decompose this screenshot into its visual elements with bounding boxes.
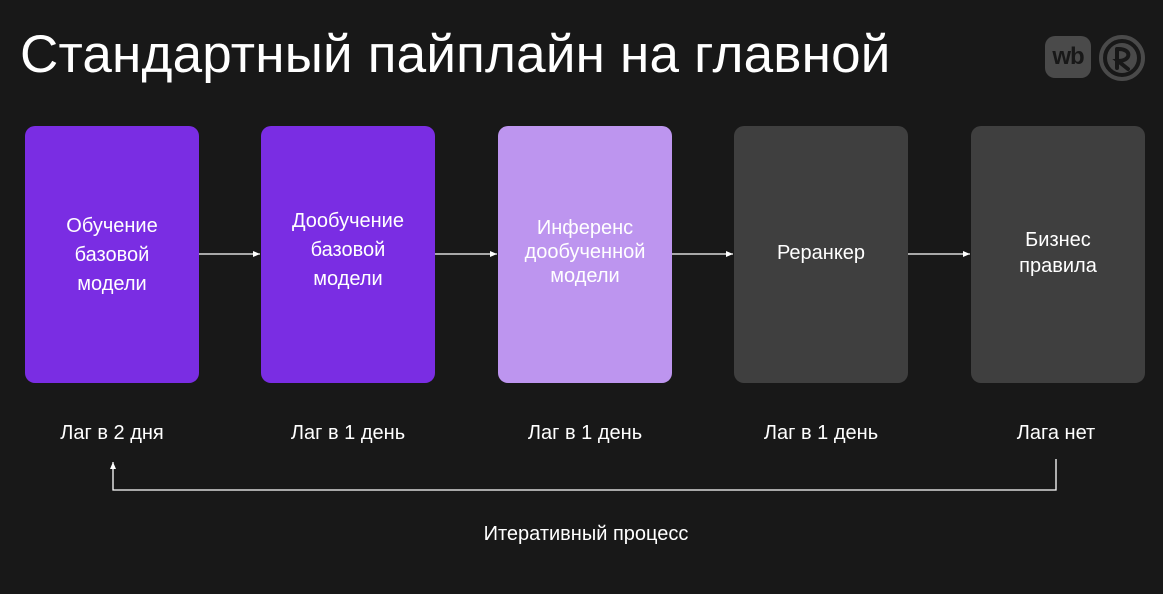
stage-box-inference: Инференс дообученной модели <box>498 126 672 383</box>
iterative-loop-arrow <box>110 459 1057 491</box>
iterative-process-label: Итеративный процесс <box>483 523 689 545</box>
stage-label: Инференс дообученной модели <box>524 217 646 287</box>
circle-r-icon <box>1099 35 1145 81</box>
stage-box-training: Обучение базовой модели <box>25 126 199 383</box>
lag-label: Лаг в 2 дня <box>60 422 164 444</box>
stage-box-finetuning: Дообучение базовой модели <box>261 126 435 383</box>
stage-label: Бизнес правила <box>1019 229 1097 277</box>
stage-label: Обучение базовой модели <box>66 215 158 295</box>
page-title: Стандартный пайплайн на главной <box>20 25 891 84</box>
stage-label: Реранкер <box>776 242 866 264</box>
wb-logo: wb <box>1045 36 1091 78</box>
lag-label: Лаг в 1 день <box>290 422 406 444</box>
lag-label: Лаг в 1 день <box>763 422 879 444</box>
stage-box-business-rules: Бизнес правила <box>971 126 1145 383</box>
stage-label: Дообучение базовой модели <box>292 210 404 290</box>
stage-box-reranker: Реранкер <box>734 126 908 383</box>
lag-label: Лаг в 1 день <box>527 422 643 444</box>
lag-label: Лага нет <box>1016 422 1096 444</box>
